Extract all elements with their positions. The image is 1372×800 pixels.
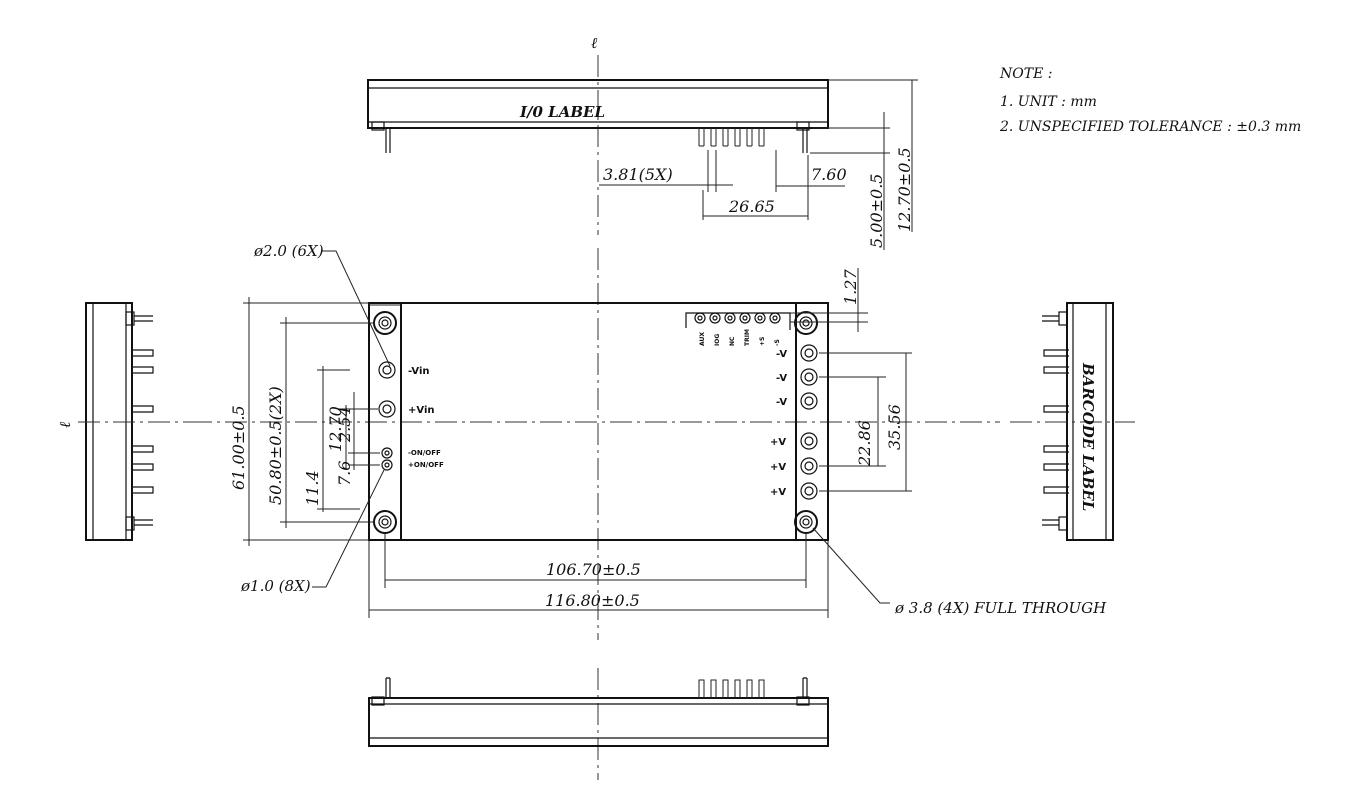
leader-hole-small — [322, 250, 391, 367]
pin-label-minus-onoff: -ON/OFF — [408, 449, 441, 457]
centerline-symbol-left: ℓ — [56, 422, 74, 428]
pin-label-out-2: -V — [776, 373, 787, 384]
dim-12-70: 12.70 — [326, 406, 345, 452]
bottom-signal-pins — [698, 679, 765, 698]
note-2: 2. UNSPECIFIED TOLERANCE : ±0.3 mm — [999, 119, 1301, 135]
top-stud-left — [371, 121, 385, 131]
pin-label-iog: IOG — [714, 334, 721, 346]
right-view-pins — [1043, 349, 1069, 494]
right-side-view: BARCODE LABEL — [1010, 302, 1135, 541]
dim-pin-length: 5.00±0.5 — [867, 174, 886, 248]
top-signal-pins — [698, 128, 765, 147]
pin-label-nc: NC — [729, 336, 736, 346]
note-1: 1. UNIT : mm — [1000, 94, 1097, 110]
pin-label-minus-s: -S — [774, 339, 781, 346]
leader-hole-pin — [312, 469, 385, 588]
bottom-view — [368, 668, 829, 780]
pin-label-out-5: +V — [770, 462, 786, 473]
dim-span: 26.65 — [728, 197, 775, 216]
dim-7-6: 7.6 — [335, 461, 354, 486]
leader-mount-hole — [812, 527, 890, 604]
dim-height: 12.70±0.5 — [895, 147, 914, 232]
io-label: I/0 LABEL — [519, 103, 605, 121]
bottom-view-body — [368, 697, 829, 747]
dim-height-outer: 61.00±0.5 — [229, 405, 248, 490]
dim-35-56: 35.56 — [885, 404, 904, 450]
dim-11-4: 11.4 — [303, 470, 322, 506]
centerline-symbol-top: ℓ — [591, 34, 597, 52]
pin-label-out-4: +V — [770, 437, 786, 448]
top-view-body — [367, 79, 829, 129]
dim-height-inner: 50.80±0.5(2X) — [266, 386, 285, 505]
dim-pitch: 3.81(5X) — [603, 165, 673, 184]
notes-title: NOTE : — [999, 66, 1052, 82]
dim-2-54: 2.54 — [335, 406, 354, 443]
dim-offset: 7.60 — [811, 165, 847, 184]
pin-label-aux: AUX — [699, 332, 706, 346]
pin-label-out-3: -V — [776, 397, 787, 408]
dim-width-inner: 106.70±0.5 — [546, 560, 641, 579]
pin-label-trim: TRIM — [744, 329, 751, 346]
dim-1-27: 1.27 — [841, 269, 860, 305]
dim-22-86: 22.86 — [855, 420, 874, 467]
pin-label-minus-vin: -Vin — [408, 366, 430, 377]
left-side-view — [78, 302, 190, 541]
dim-width-outer: 116.80±0.5 — [545, 591, 640, 610]
pin-label-plus-onoff: +ON/OFF — [408, 461, 444, 469]
front-view: AUX IOG NC TRIM +S -S -Vin +Vin -ON/OFF … — [190, 242, 1107, 640]
callout-hole-small: ø2.0 (6X) — [253, 242, 324, 260]
callout-hole-pin: ø1.0 (8X) — [240, 577, 311, 595]
pin-label-out-6: +V — [770, 487, 786, 498]
front-view-cover — [400, 302, 797, 541]
pin-label-out-1: -V — [776, 349, 787, 360]
top-view: I/0 LABEL 3.81(5X) 7.60 26.65 5.00±0.5 1… — [367, 55, 918, 250]
left-view-pins — [132, 349, 154, 494]
signal-pin-holes — [694, 312, 781, 324]
pin-label-plus-s: +S — [759, 337, 766, 346]
notes-block: NOTE : 1. UNIT : mm 2. UNSPECIFIED TOLER… — [999, 66, 1301, 135]
callout-mount-hole: ø 3.8 (4X) FULL THROUGH — [894, 599, 1107, 617]
input-pins — [378, 361, 396, 471]
barcode-label: BARCODE LABEL — [1079, 362, 1097, 511]
output-pins — [800, 344, 818, 500]
pin-label-plus-vin: +Vin — [408, 405, 435, 416]
signal-pin-labels: AUX IOG NC TRIM +S -S — [699, 329, 781, 346]
